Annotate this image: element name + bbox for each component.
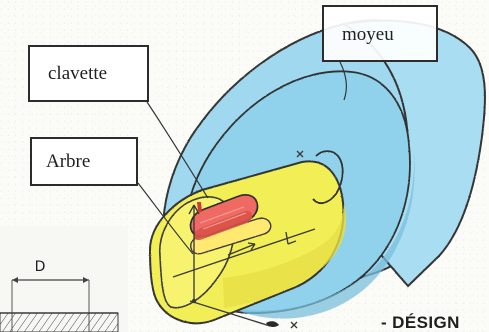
- axis-marker-icon: [291, 322, 297, 328]
- shaft-origin-point: [192, 299, 196, 303]
- marker-bullet-1: [266, 321, 279, 327]
- technical-drawing-fragment: [0, 226, 128, 332]
